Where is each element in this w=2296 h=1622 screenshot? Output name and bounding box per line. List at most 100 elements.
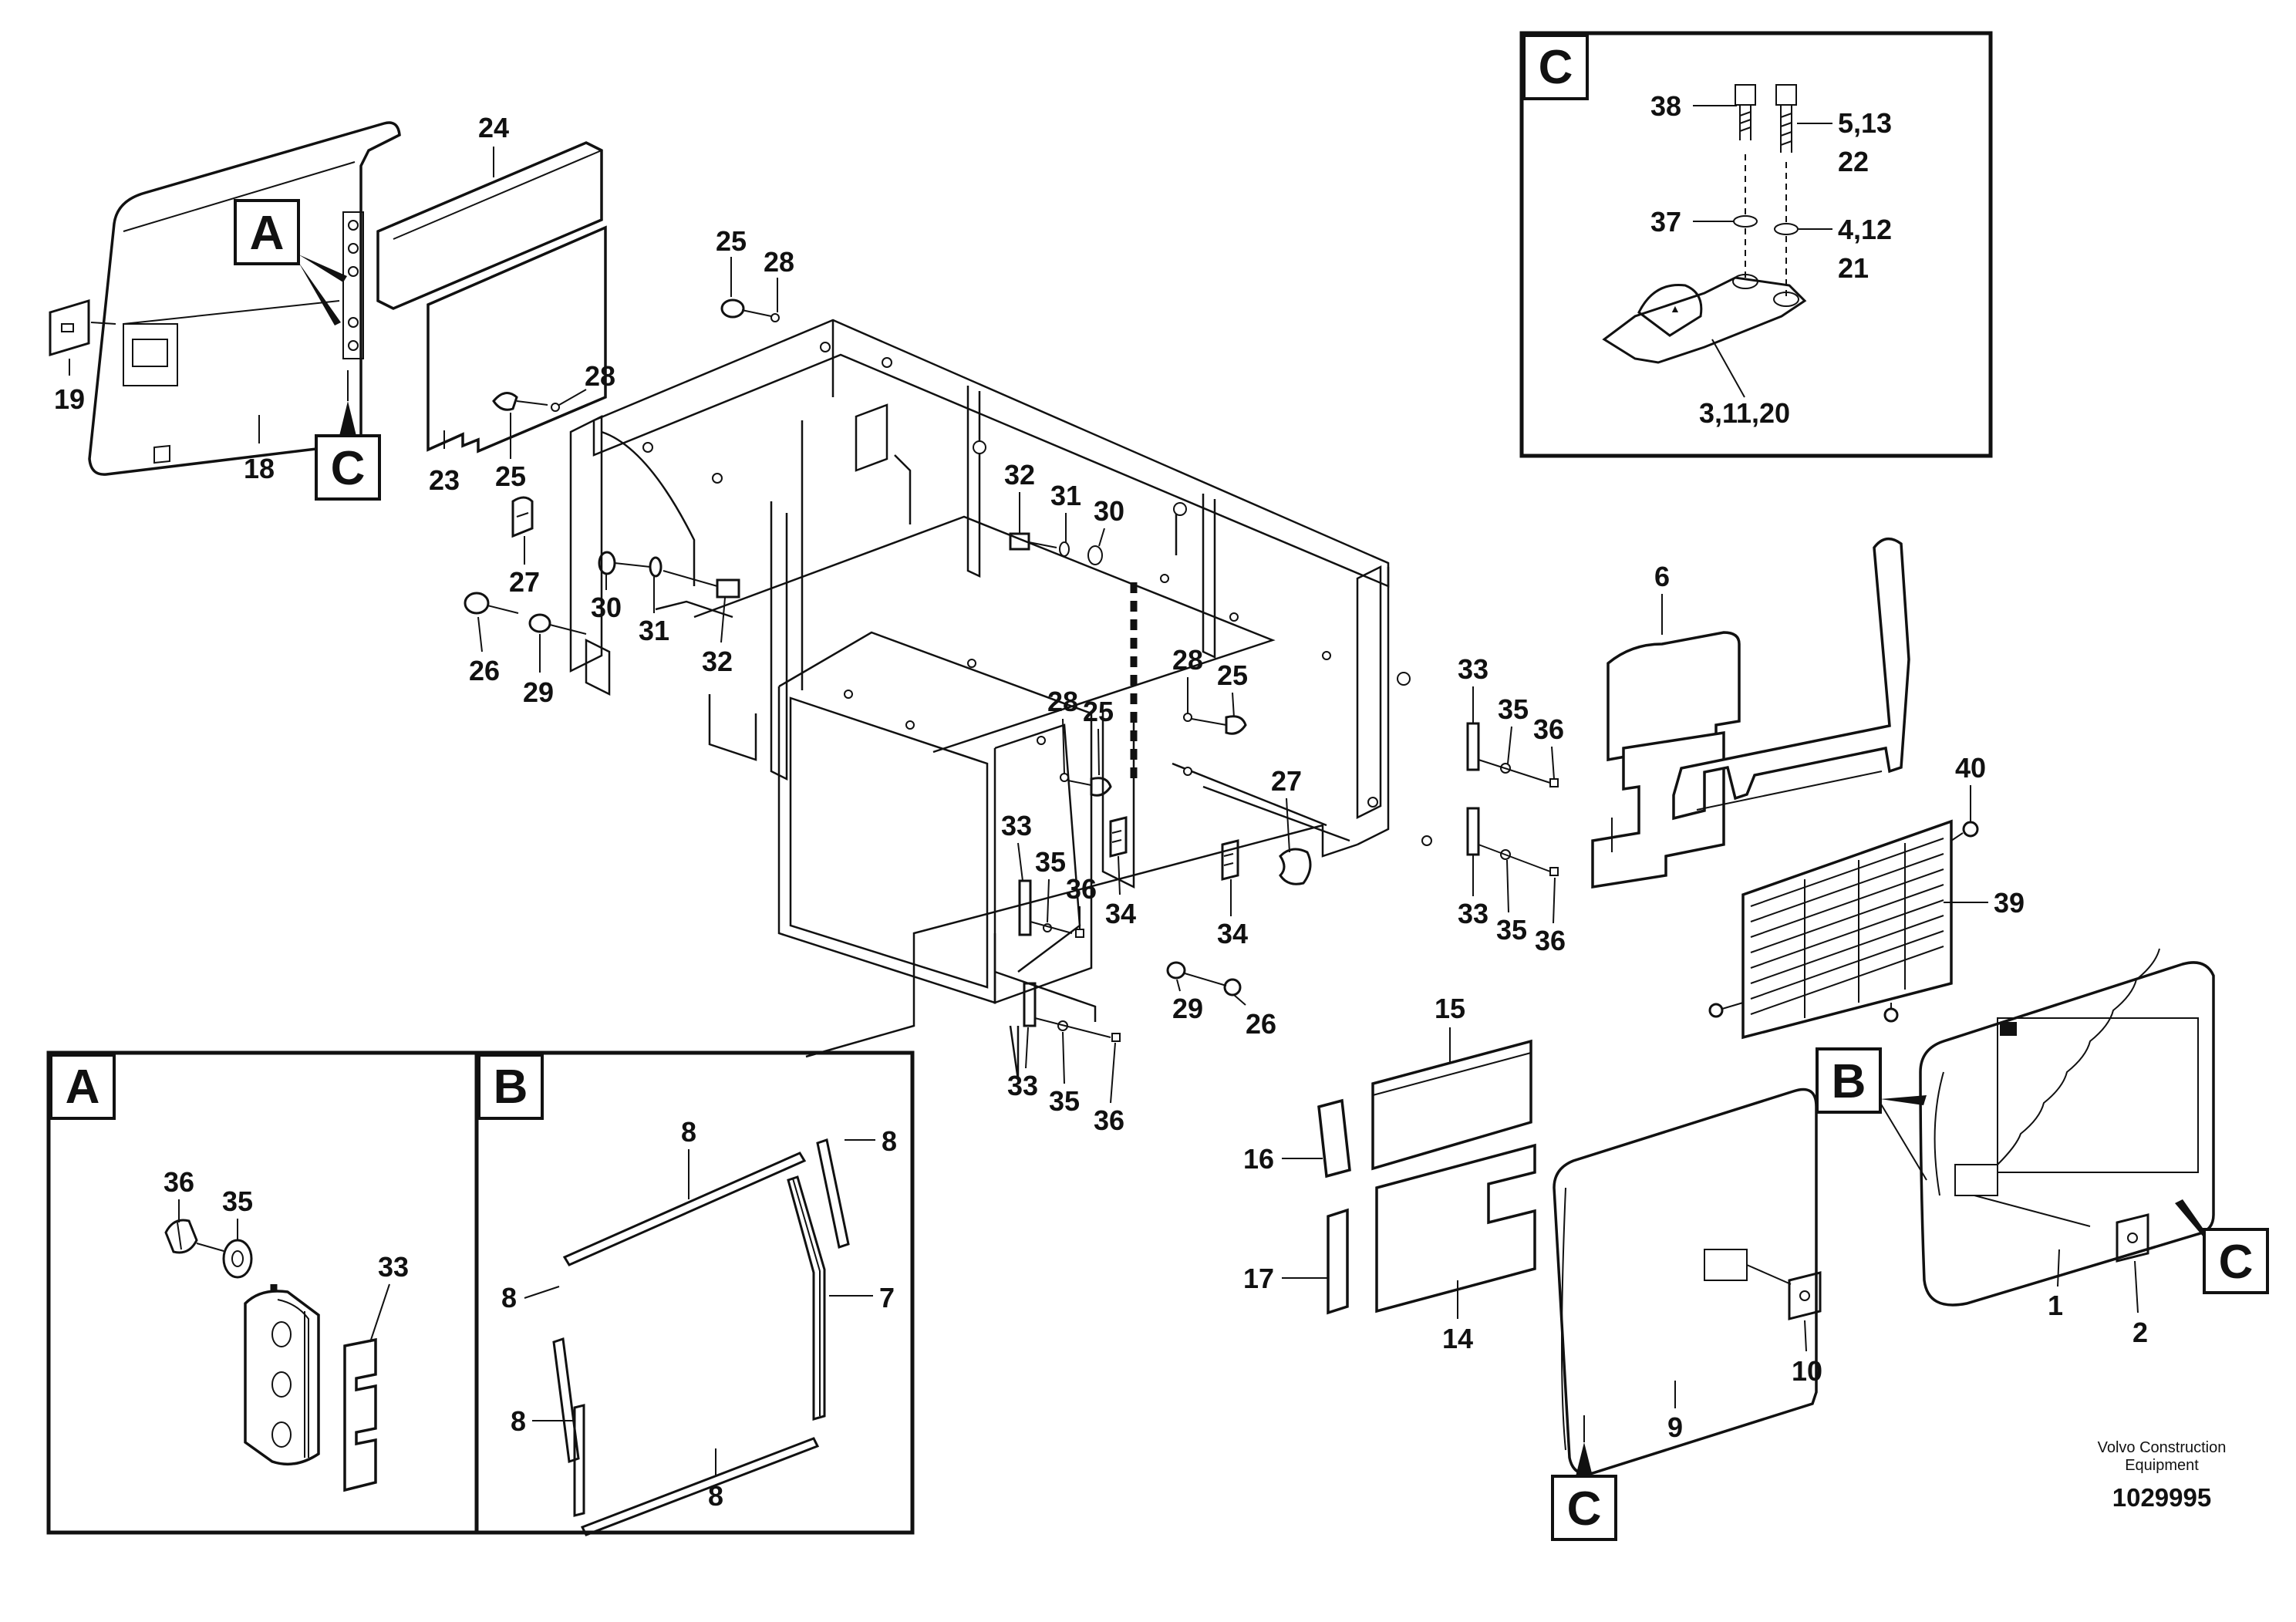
tag-c-door [315, 434, 381, 501]
main-frame [569, 319, 1432, 1081]
bolt-5-13 [1775, 84, 1797, 153]
callout-8-bottom: 8 [708, 1480, 723, 1512]
callout-25-center: 25 [1217, 659, 1248, 691]
side-door-9 [1553, 1088, 1818, 1475]
callout-8-right: 8 [882, 1125, 897, 1157]
callout-26-bottom: 26 [1246, 1008, 1276, 1040]
screw-40 [1950, 821, 1979, 841]
screw-39-left [1708, 1002, 1744, 1018]
fastener-25-left [492, 392, 560, 412]
tag-a-door [234, 199, 300, 265]
bolt-32-center [1009, 532, 1103, 565]
tag-c-right [2203, 1228, 2269, 1294]
callout-35-detail: 35 [222, 1185, 253, 1217]
callout-8-top: 8 [681, 1116, 696, 1148]
screw-36-detail [164, 1219, 198, 1254]
hinge-detail [244, 1290, 320, 1466]
callout-8-left-bottom: 8 [511, 1405, 526, 1437]
tag-a-door-label: A [250, 207, 285, 260]
manufacturer-line2: Equipment [2125, 1457, 2199, 1474]
callout-34-right: 34 [1217, 918, 1248, 949]
figure-number: 1029995 [2112, 1483, 2211, 1512]
insulation-15 [1371, 1039, 1532, 1171]
bracket-27-right [1279, 848, 1312, 885]
callout-36-bottom: 36 [1094, 1104, 1124, 1136]
callout-19: 19 [54, 383, 85, 415]
callout-3-11-20: 3,11,20 [1699, 397, 1790, 429]
fastener-25-center [1183, 713, 1247, 735]
callout-27-left: 27 [509, 566, 540, 598]
latch-2 [2116, 1213, 2149, 1263]
fastener-29-26-bottom [1166, 961, 1242, 996]
callout-16: 16 [1243, 1143, 1274, 1175]
hinge-set-33-right-bottom [1466, 807, 1559, 876]
seal-strip-8-right-top [816, 1138, 850, 1249]
clip-33-detail [343, 1337, 377, 1492]
callout-23: 23 [429, 464, 460, 496]
callout-33-bottom: 33 [1007, 1070, 1038, 1101]
tag-c-door-label: C [331, 442, 366, 495]
tag-c-bottom-label: C [1567, 1482, 1602, 1536]
insulation-16 [1317, 1098, 1351, 1179]
callout-37: 37 [1650, 206, 1681, 238]
callout-22: 22 [1838, 146, 1869, 177]
bracket-27-left [511, 496, 534, 538]
fastener-26-29 [464, 592, 587, 635]
callout-29-left: 29 [523, 676, 554, 708]
grille-39 [1741, 819, 1953, 1040]
detail-b-tag: B [494, 1061, 528, 1114]
bolt-38 [1735, 84, 1756, 140]
callout-31-left: 31 [639, 615, 669, 646]
callout-25-left: 25 [495, 460, 526, 492]
rear-frame-panel [1672, 537, 1910, 821]
detail-a-box: A 36 35 33 [46, 1050, 479, 1535]
callout-14: 14 [1442, 1323, 1473, 1354]
detail-c-box: C ▲ [1519, 31, 1993, 458]
callout-9: 9 [1667, 1411, 1683, 1443]
callout-40: 40 [1955, 752, 1986, 784]
callout-25-mid: 25 [1083, 696, 1114, 727]
callout-36-right-bottom: 36 [1535, 925, 1566, 956]
fastener-25-top [720, 298, 780, 322]
callout-36-right-top: 36 [1533, 713, 1564, 745]
seal-strip-8-top [562, 1152, 807, 1266]
callout-39: 39 [1994, 887, 2025, 919]
callout-8-left: 8 [501, 1282, 517, 1313]
callout-21: 21 [1838, 252, 1869, 284]
seal-strip-7 [787, 1175, 826, 1421]
left-door-18 [88, 121, 401, 476]
callout-26-left: 26 [469, 655, 500, 686]
tag-c-right-label: C [2219, 1236, 2254, 1289]
insulation-14 [1375, 1143, 1536, 1313]
latch-10 [1746, 1264, 1822, 1320]
callout-10: 10 [1792, 1355, 1822, 1387]
callout-32-left: 32 [702, 646, 733, 677]
washer-37 [1733, 215, 1758, 228]
callout-6: 6 [1654, 561, 1670, 592]
seal-strip-8-bottom [580, 1437, 820, 1536]
seal-strip-8-left [552, 1337, 580, 1463]
callout-1: 1 [2048, 1290, 2063, 1321]
svg-text:▲: ▲ [1670, 302, 1681, 315]
right-door-1 [1919, 948, 2215, 1307]
callout-27-right: 27 [1271, 765, 1302, 797]
callout-28-left: 28 [585, 360, 615, 392]
callout-2: 2 [2132, 1317, 2148, 1348]
detail-b-box: B 8 8 7 8 8 8 [474, 1050, 915, 1536]
callout-33-right-bottom: 33 [1458, 898, 1489, 929]
callout-28-center: 28 [1172, 644, 1203, 676]
detail-a-tag: A [66, 1061, 100, 1114]
callout-35-right-top: 35 [1498, 693, 1529, 725]
callout-36-center: 36 [1066, 873, 1097, 905]
callout-36-detail: 36 [164, 1166, 194, 1198]
callout-30-center: 30 [1094, 495, 1124, 527]
insulation-23 [426, 225, 607, 454]
callout-24: 24 [478, 112, 509, 143]
tag-c-bottom [1551, 1475, 1617, 1541]
callout-18: 18 [244, 453, 275, 484]
hinge-set-33-bottom [1023, 982, 1121, 1042]
callout-29-bottom: 29 [1172, 993, 1203, 1024]
latch-19 [49, 298, 116, 357]
latch-3-11-20: ▲ [1602, 274, 1807, 364]
callout-35-right-bottom: 35 [1496, 914, 1527, 946]
